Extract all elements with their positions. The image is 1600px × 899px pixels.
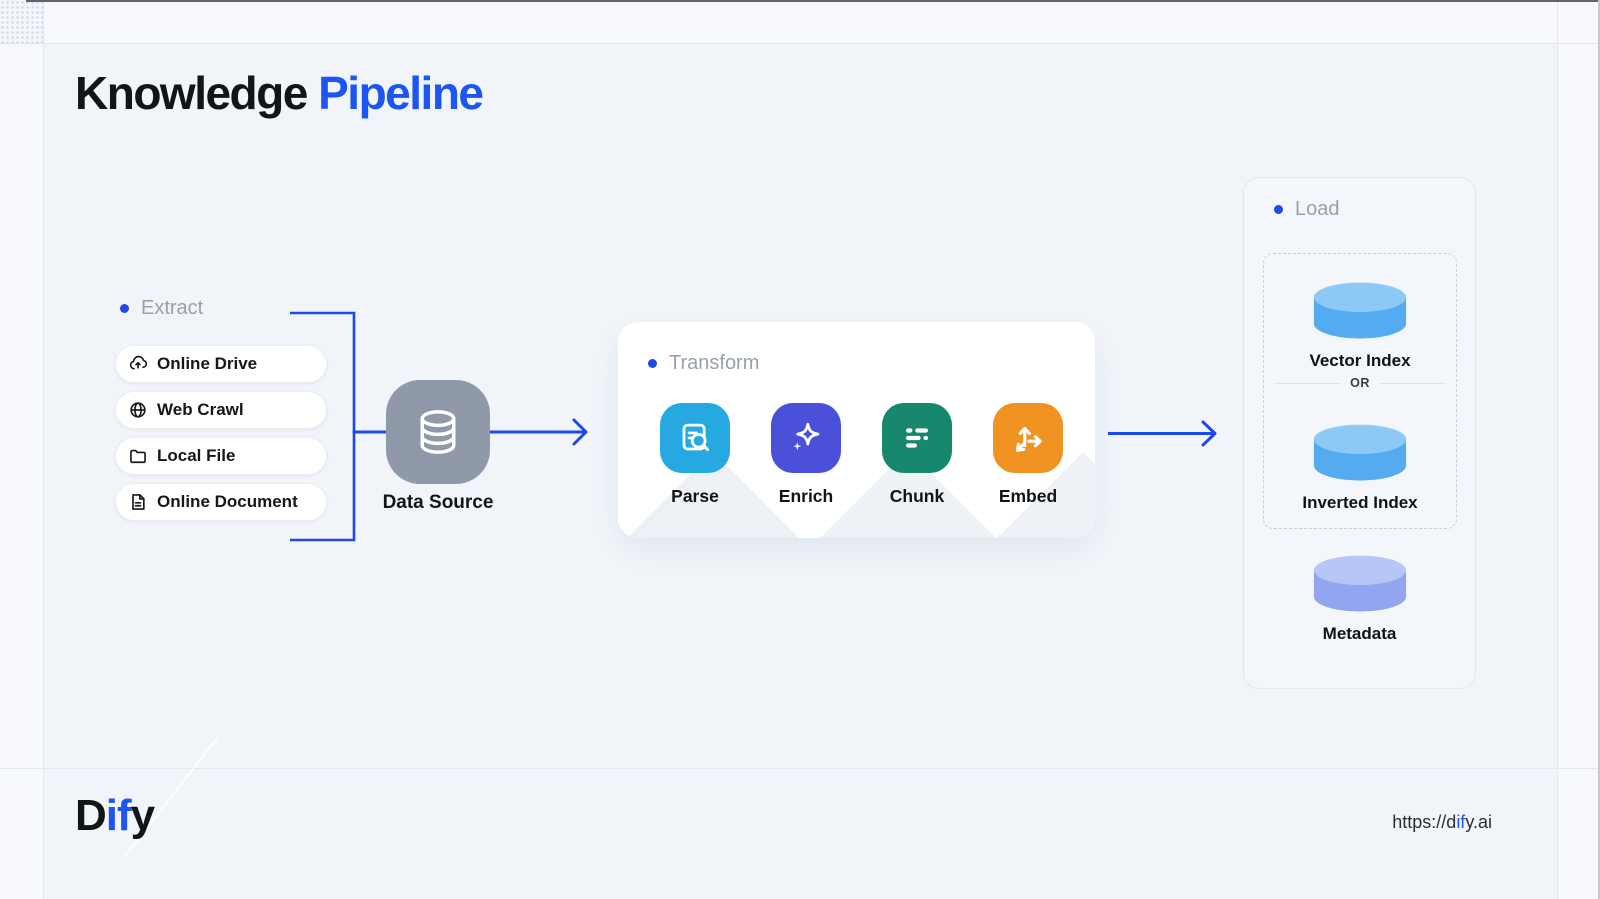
source-label: Online Drive — [157, 354, 258, 373]
transform-card: Transform Parse — [618, 322, 1095, 538]
source-label: Local File — [157, 446, 236, 465]
inverted-index-block: Inverted Index — [1264, 422, 1456, 513]
extract-label-text: Extract — [141, 297, 204, 319]
title-part-black: Knowledge — [75, 67, 308, 119]
folder-icon — [130, 449, 146, 464]
blue-dot-icon — [120, 304, 129, 313]
text-chunks-icon — [906, 428, 928, 448]
step-chunk: Chunk — [882, 403, 952, 507]
enrich-icon-tile — [771, 403, 841, 473]
extract-source-list: Online Drive Web Crawl Local File Online… — [115, 345, 327, 521]
divider-line — [1379, 382, 1446, 384]
frame-line-top — [0, 43, 1600, 44]
source-local-file: Local File — [115, 437, 327, 475]
blue-dot-icon — [1274, 205, 1283, 214]
top-edge-bar — [26, 0, 1600, 2]
divider-line — [1274, 382, 1341, 384]
extract-section-label: Extract — [120, 297, 203, 320]
globe-icon — [130, 402, 146, 418]
transform-steps: Parse Enrich — [660, 403, 1063, 507]
chunk-icon-tile — [882, 403, 952, 473]
transform-label-text: Transform — [669, 352, 760, 374]
right-edge-bar — [1598, 0, 1600, 899]
blue-dot-icon — [648, 359, 657, 368]
vector-arrows-icon — [1015, 426, 1042, 452]
frame-line-footer — [0, 768, 1600, 769]
step-parse: Parse — [660, 403, 730, 507]
data-source-node — [386, 380, 490, 484]
step-label: Chunk — [889, 486, 945, 506]
index-options-box: Vector Index OR Inverted Index — [1263, 253, 1457, 529]
source-label: Web Crawl — [157, 400, 244, 419]
frame-line-left — [43, 0, 44, 899]
document-icon — [132, 494, 145, 510]
source-online-document: Online Document — [115, 483, 327, 521]
cloud-upload-icon — [129, 355, 148, 370]
vector-index-block: Vector Index — [1264, 280, 1456, 371]
vector-index-label: Vector Index — [1309, 351, 1411, 370]
metadata-label: Metadata — [1322, 624, 1397, 643]
or-label: OR — [1350, 376, 1370, 390]
logo-part: D — [75, 791, 107, 840]
or-divider: OR — [1274, 376, 1446, 390]
disk-cylinder-icon — [1313, 424, 1407, 481]
data-source-label: Data Source — [382, 492, 494, 513]
url-part: y.ai — [1465, 812, 1492, 832]
sparkle-icon — [793, 422, 820, 451]
page-title: Knowledge Pipeline — [75, 66, 484, 120]
url-part-accent: if — [1456, 812, 1466, 832]
disk-cylinder-icon — [1313, 282, 1407, 339]
frame-line-right — [1557, 0, 1558, 899]
source-web-crawl: Web Crawl — [115, 391, 327, 429]
source-label: Online Document — [157, 492, 298, 511]
embed-icon-tile — [993, 403, 1063, 473]
load-section-label: Load — [1274, 198, 1340, 221]
database-icon — [420, 410, 456, 454]
url-part: https://d — [1392, 812, 1457, 832]
site-url: https://dify.ai — [1392, 812, 1492, 833]
source-online-drive: Online Drive — [115, 345, 327, 383]
step-label: Parse — [671, 486, 719, 506]
step-enrich: Enrich — [771, 403, 841, 507]
corner-dot-pattern — [0, 0, 43, 43]
document-search-icon — [682, 423, 710, 452]
title-part-blue: Pipeline — [318, 67, 484, 119]
step-label: Embed — [998, 486, 1058, 506]
load-card: Load Vector Index OR Inverted Ind — [1243, 177, 1476, 689]
logo-part-accent: if — [105, 791, 132, 840]
load-label-text: Load — [1295, 198, 1340, 220]
inverted-index-label: Inverted Index — [1302, 493, 1418, 512]
disk-cylinder-icon — [1313, 555, 1406, 612]
metadata-block: Metadata — [1244, 553, 1475, 644]
parse-icon-tile — [660, 403, 730, 473]
step-label: Enrich — [778, 486, 834, 506]
step-embed: Embed — [993, 403, 1063, 507]
dify-logo: Dify — [75, 791, 156, 841]
logo-part: y — [130, 791, 156, 840]
transform-section-label: Transform — [648, 352, 759, 375]
